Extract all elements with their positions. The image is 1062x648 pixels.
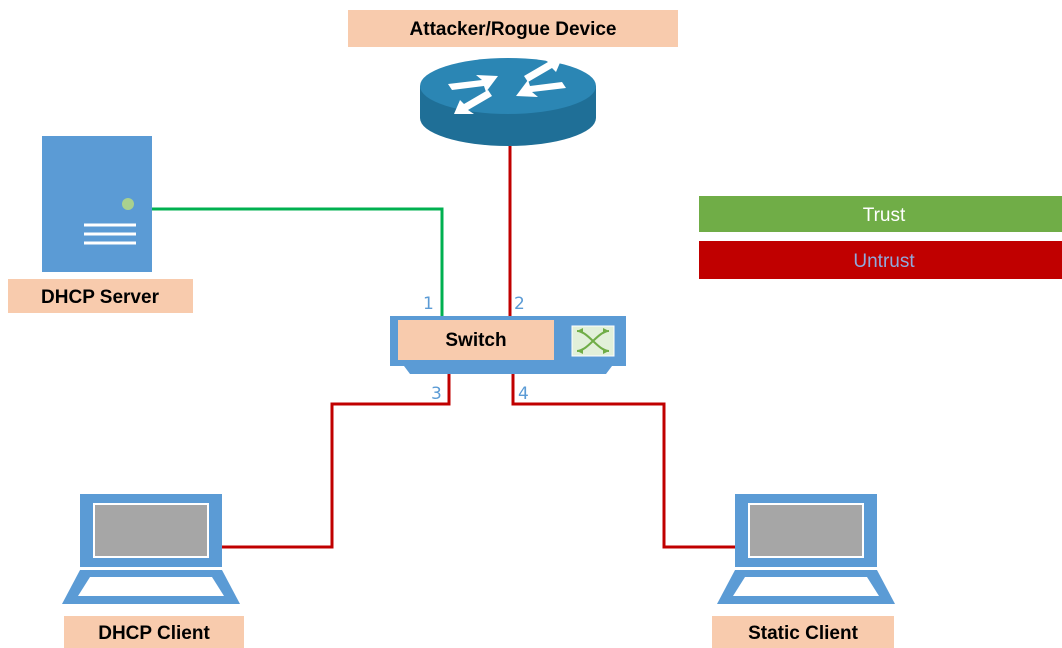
legend-trust-label: Trust	[863, 205, 906, 226]
switch-base	[404, 366, 612, 374]
static-client-label-box	[712, 616, 894, 648]
attacker-node: Attacker/Rogue Device	[348, 10, 678, 146]
attacker-label: Attacker/Rogue Device	[410, 19, 617, 40]
port-1-label: 1	[423, 294, 434, 314]
dhcp-server-label-box	[8, 279, 193, 313]
switch-label-box	[398, 320, 554, 360]
static-client-node: Static Client	[712, 494, 895, 648]
port-4-label: 4	[518, 384, 529, 404]
legend-trust-bar	[699, 196, 1062, 232]
dhcp-client-node: DHCP Client	[62, 494, 244, 648]
link-port4-static-client	[511, 372, 735, 549]
legend-untrust-bar	[699, 241, 1062, 279]
legend-untrust-label: Untrust	[853, 251, 915, 272]
dhcp-client-label: DHCP Client	[98, 623, 210, 644]
link-server-port1	[152, 207, 444, 318]
dhcp-server-label: DHCP Server	[41, 287, 160, 308]
switch-icon	[571, 325, 615, 357]
link-port3-dhcp-client	[222, 372, 451, 549]
laptop-icon	[62, 494, 240, 604]
legend: Trust Untrust	[699, 196, 1062, 279]
port-2-label: 2	[514, 294, 525, 314]
dhcp-server-node: DHCP Server	[8, 136, 193, 313]
switch-node: Switch	[390, 316, 626, 374]
static-client-label: Static Client	[748, 623, 858, 644]
attacker-label-box	[348, 10, 678, 47]
router-icon	[420, 58, 596, 146]
port-3-label: 3	[431, 384, 442, 404]
laptop-icon	[717, 494, 895, 604]
dhcp-client-label-box	[64, 616, 244, 648]
server-icon	[42, 136, 152, 272]
switch-label: Switch	[445, 330, 506, 351]
